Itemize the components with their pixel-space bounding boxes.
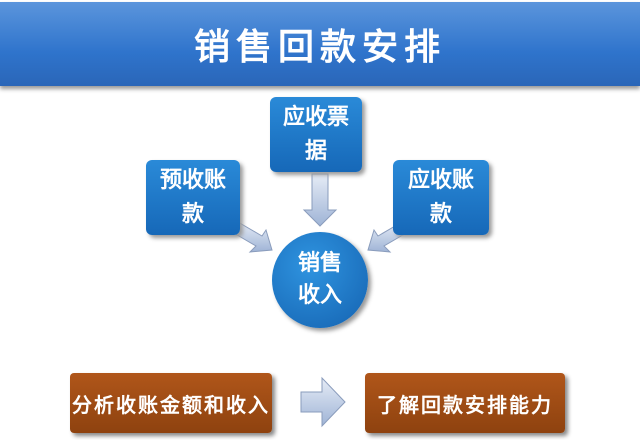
page-title: 销售回款安排	[193, 27, 446, 68]
arrow-down-icon	[302, 173, 338, 227]
capability-box: 了解回款安排能力	[365, 373, 565, 433]
title-banner: 销售回款安排	[0, 2, 640, 86]
node-notes-receivable: 应收票据	[270, 97, 362, 172]
arrow-right-icon	[300, 376, 346, 428]
analysis-box: 分析收账金额和收入	[70, 373, 272, 433]
node-sales-revenue-label: 销售收入	[297, 251, 342, 308]
node-sales-revenue: 销售收入	[272, 232, 368, 328]
node-accounts-receivable: 应收账款	[393, 160, 489, 235]
node-advance-receipts: 预收账款	[146, 160, 240, 235]
